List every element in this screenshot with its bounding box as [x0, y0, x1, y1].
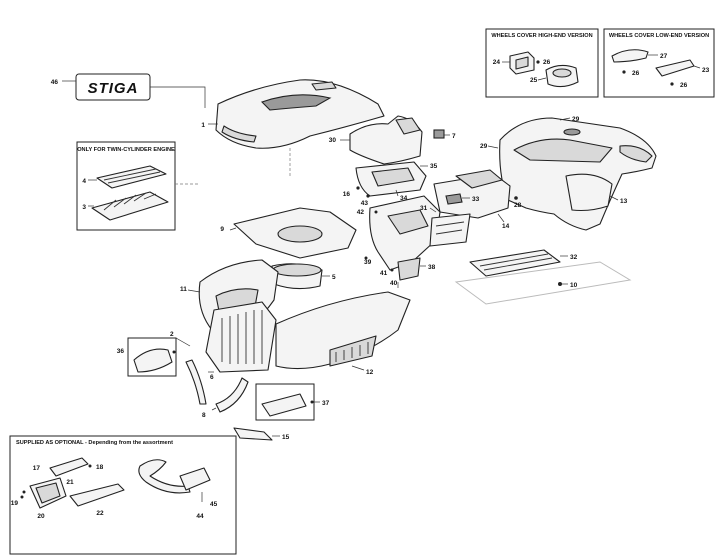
svg-text:28: 28	[514, 202, 522, 209]
svg-text:34: 34	[400, 195, 408, 202]
svg-text:25: 25	[530, 77, 538, 84]
screw-part-10: 10	[558, 282, 578, 289]
svg-text:42: 42	[357, 209, 365, 216]
optional-bracket-21	[49, 457, 89, 477]
svg-text:37: 37	[322, 400, 330, 407]
hood-part-1: 1	[201, 79, 385, 178]
frame-part-9: 9	[220, 207, 357, 259]
box-wheels-high-end: WHEELS COVER HIGH-END VERSION 24 26 25	[485, 28, 599, 98]
dashboard-bracket: 35 16 43 34	[343, 161, 438, 207]
clip-part-7: 7	[433, 129, 456, 140]
svg-text:5: 5	[332, 274, 336, 281]
box-optional: SUPPLIED AS OPTIONAL - Depending from th…	[9, 435, 237, 555]
box-wheels-low-title: WHEELS COVER LOW-END VERSION	[609, 33, 709, 39]
box-wheels-high-title: WHEELS COVER HIGH-END VERSION	[491, 33, 592, 39]
svg-text:33: 33	[472, 196, 480, 203]
box-twin-cylinder: ONLY FOR TWIN-CYLINDER ENGINE 4 3	[76, 141, 200, 231]
box-optional-title: SUPPLIED AS OPTIONAL - Depending from th…	[16, 440, 173, 446]
svg-text:10: 10	[570, 282, 578, 289]
svg-text:29: 29	[572, 116, 580, 123]
svg-text:44: 44	[196, 513, 204, 520]
svg-text:40: 40	[390, 280, 398, 287]
wheel-cover-low-cap	[611, 49, 649, 63]
svg-text:6: 6	[210, 374, 214, 381]
box-twin-cylinder-title: ONLY FOR TWIN-CYLINDER ENGINE	[77, 147, 175, 153]
svg-text:16: 16	[343, 191, 351, 198]
svg-text:24: 24	[493, 59, 501, 66]
svg-text:43: 43	[361, 200, 369, 207]
svg-text:19: 19	[11, 500, 19, 507]
svg-text:26: 26	[543, 59, 551, 66]
svg-text:17: 17	[33, 465, 41, 472]
air-ring-part-5: 5	[271, 263, 336, 290]
svg-text:21: 21	[66, 479, 74, 486]
svg-text:35: 35	[430, 163, 438, 170]
svg-text:4: 4	[82, 178, 86, 185]
optional-plate-45	[179, 467, 211, 491]
svg-text:41: 41	[380, 270, 388, 277]
svg-text:11: 11	[180, 286, 187, 293]
svg-text:32: 32	[570, 254, 578, 261]
svg-text:20: 20	[37, 513, 45, 520]
rear-body-part-13: 29 29 13	[480, 116, 657, 231]
trim-part-6: 6	[185, 359, 214, 405]
trim-part-8: 8	[202, 377, 249, 419]
svg-text:27: 27	[660, 53, 668, 60]
radiator-grille: 2	[170, 301, 277, 373]
svg-text:12: 12	[366, 369, 374, 376]
svg-text:23: 23	[702, 67, 710, 74]
svg-text:45: 45	[210, 501, 218, 508]
svg-text:13: 13	[620, 198, 628, 205]
svg-text:38: 38	[428, 264, 436, 271]
dash-cover-part-30: 30	[329, 115, 423, 165]
svg-text:15: 15	[282, 434, 290, 441]
svg-text:9: 9	[220, 226, 224, 233]
stiga-logo-badge: STIGA 46	[51, 73, 206, 108]
scoop-part-36: 36	[117, 337, 177, 377]
svg-text:39: 39	[364, 259, 372, 266]
bracket-part-15: 15	[233, 427, 290, 441]
callout-46: 46	[51, 79, 59, 86]
svg-text:2: 2	[170, 331, 174, 338]
svg-text:26: 26	[680, 82, 688, 89]
svg-text:14: 14	[502, 223, 510, 230]
ghost-floor-outline	[454, 261, 632, 305]
pedal-cover-part-38: 33 31 42 38 39 41 40	[357, 193, 480, 288]
svg-text:30: 30	[329, 137, 337, 144]
twin-grille-bottom	[91, 191, 169, 221]
screw-part-28: 28	[514, 196, 522, 209]
svg-text:3: 3	[82, 204, 86, 211]
svg-text:1: 1	[201, 122, 205, 129]
twin-grille-top	[96, 165, 167, 189]
deflector-part-37: 37	[255, 383, 330, 421]
svg-text:8: 8	[202, 412, 206, 419]
svg-text:22: 22	[96, 510, 104, 517]
optional-hook-44	[138, 459, 191, 494]
box-wheels-low-end: WHEELS COVER LOW-END VERSION 27 26 23 26	[603, 28, 715, 98]
logo-text: STIGA	[88, 80, 139, 97]
svg-text:31: 31	[420, 205, 428, 212]
side-panel-part-12: 12	[275, 291, 411, 376]
svg-text:26: 26	[632, 70, 640, 77]
svg-text:18: 18	[96, 464, 104, 471]
svg-text:29: 29	[480, 143, 488, 150]
svg-text:7: 7	[452, 133, 456, 140]
floor-mat-part-32: 32 10	[454, 249, 632, 305]
svg-text:36: 36	[117, 348, 125, 355]
optional-strip-22	[69, 483, 125, 507]
